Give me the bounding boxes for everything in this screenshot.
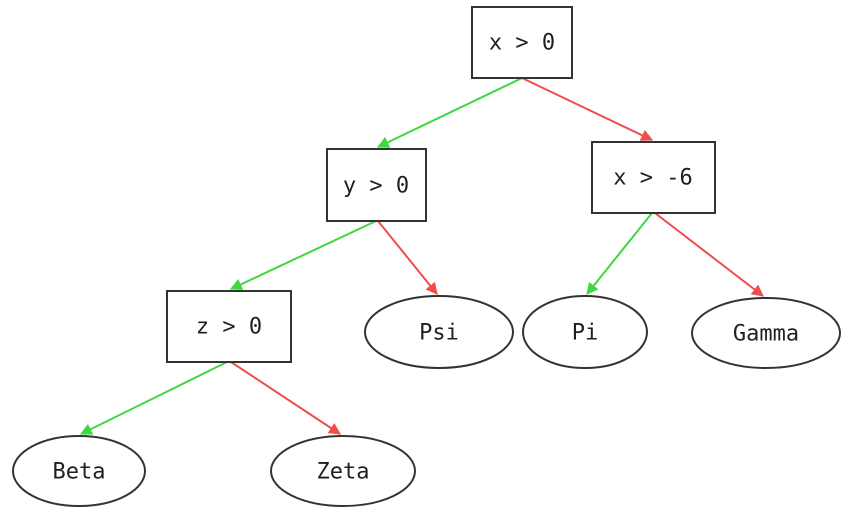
node-zeta: Zeta xyxy=(270,435,416,507)
leaf-ellipse xyxy=(270,435,416,507)
edge-root-to-y0-true xyxy=(376,77,523,148)
decision-box xyxy=(591,141,716,214)
node-root: x > 0 xyxy=(471,6,573,79)
leaf-label: Pi xyxy=(572,321,599,346)
edge-z0-to-beta-true xyxy=(79,361,228,435)
decision-label: x > -6 xyxy=(613,166,692,191)
decision-label: x > 0 xyxy=(489,31,555,56)
node-z0: z > 0 xyxy=(166,290,292,363)
edge-root-to-xm6-false xyxy=(521,77,654,141)
node-beta: Beta xyxy=(12,435,146,507)
leaf-label: Beta xyxy=(53,460,106,485)
node-psi: Psi xyxy=(364,295,514,369)
leaf-label: Gamma xyxy=(733,322,799,347)
decision-label: z > 0 xyxy=(196,315,262,340)
leaf-ellipse xyxy=(364,295,514,369)
decision-label: y > 0 xyxy=(343,174,409,199)
edges xyxy=(79,77,764,435)
node-gamma: Gamma xyxy=(691,297,841,369)
decision-box xyxy=(166,290,292,363)
leaf-label: Psi xyxy=(419,321,459,346)
leaf-ellipse xyxy=(522,295,648,369)
node-y0: y > 0 xyxy=(326,148,427,222)
edge-y0-to-z0-true xyxy=(229,220,377,290)
node-xm6: x > -6 xyxy=(591,141,716,214)
edge-y0-to-psi-false xyxy=(377,220,438,295)
decision-box xyxy=(326,148,427,222)
leaf-ellipse xyxy=(12,435,146,507)
edge-xm6-to-pi-true xyxy=(586,212,653,295)
decision-box xyxy=(471,6,573,79)
node-pi: Pi xyxy=(522,295,648,369)
leaf-label: Zeta xyxy=(317,460,370,485)
edge-z0-to-zeta-false xyxy=(230,361,342,435)
edge-xm6-to-gamma-false xyxy=(654,212,764,297)
leaf-ellipse xyxy=(691,297,841,369)
